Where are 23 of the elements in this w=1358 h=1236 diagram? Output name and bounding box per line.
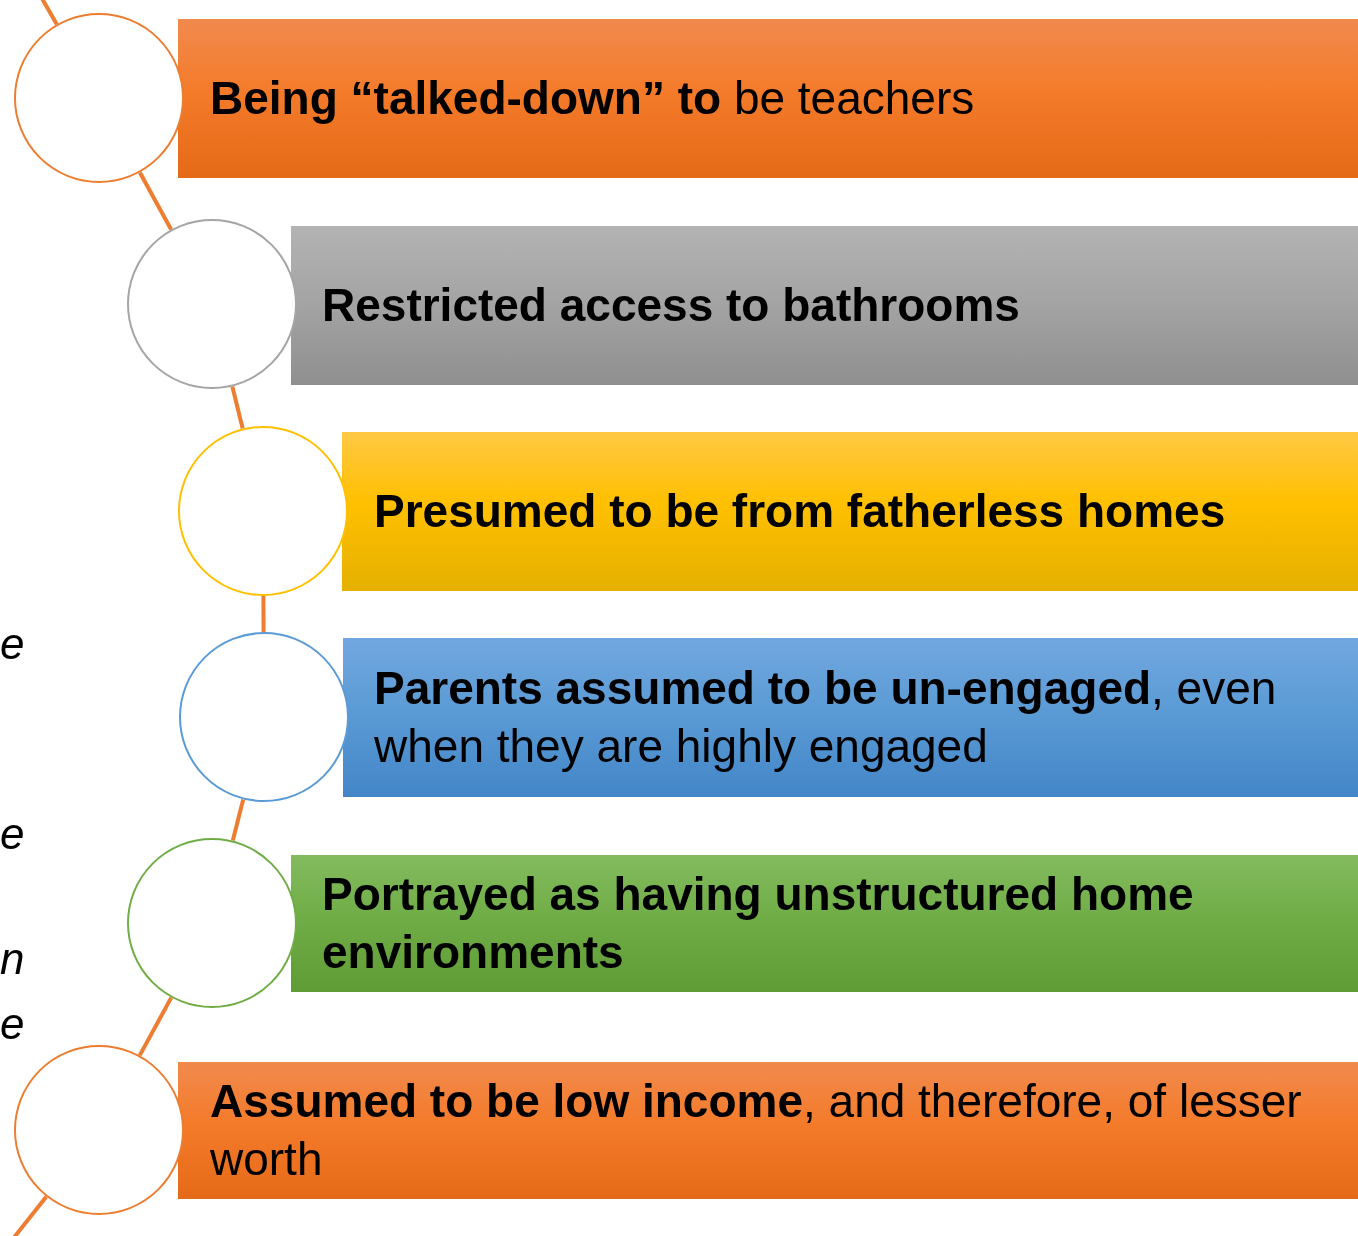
banner-bar (343, 638, 1358, 797)
text-fragment: e (0, 812, 25, 856)
banner-bar (342, 432, 1358, 591)
connector-line (230, 798, 246, 842)
connector-line (261, 596, 266, 632)
banner-bar (291, 855, 1358, 992)
bar-text: Presumed to be from fatherless homes (374, 483, 1226, 539)
banner-bar (178, 1062, 1358, 1199)
bar-text: Parents assumed to be un-engaged, even when they are highly engaged (374, 661, 1278, 774)
bar-text: Restricted access to bathrooms (322, 277, 1020, 333)
connector-line (230, 386, 245, 429)
bar-text: Assumed to be low income, and therefore, of lesser worth (210, 1074, 1303, 1187)
bar-text: Being “talked-down” to be teachers (210, 70, 975, 126)
connector-line (10, 1195, 48, 1236)
banner-bar (178, 19, 1358, 178)
banner-bar (291, 226, 1358, 385)
connector-line (138, 171, 173, 231)
text-fragment: n (0, 937, 25, 981)
text-fragment: e (0, 622, 25, 666)
connector-line (137, 996, 174, 1057)
connector-line (38, 0, 59, 26)
text-fragment: e (0, 1002, 25, 1046)
bar-text: Portrayed as having unstructured home environments (322, 867, 1195, 980)
